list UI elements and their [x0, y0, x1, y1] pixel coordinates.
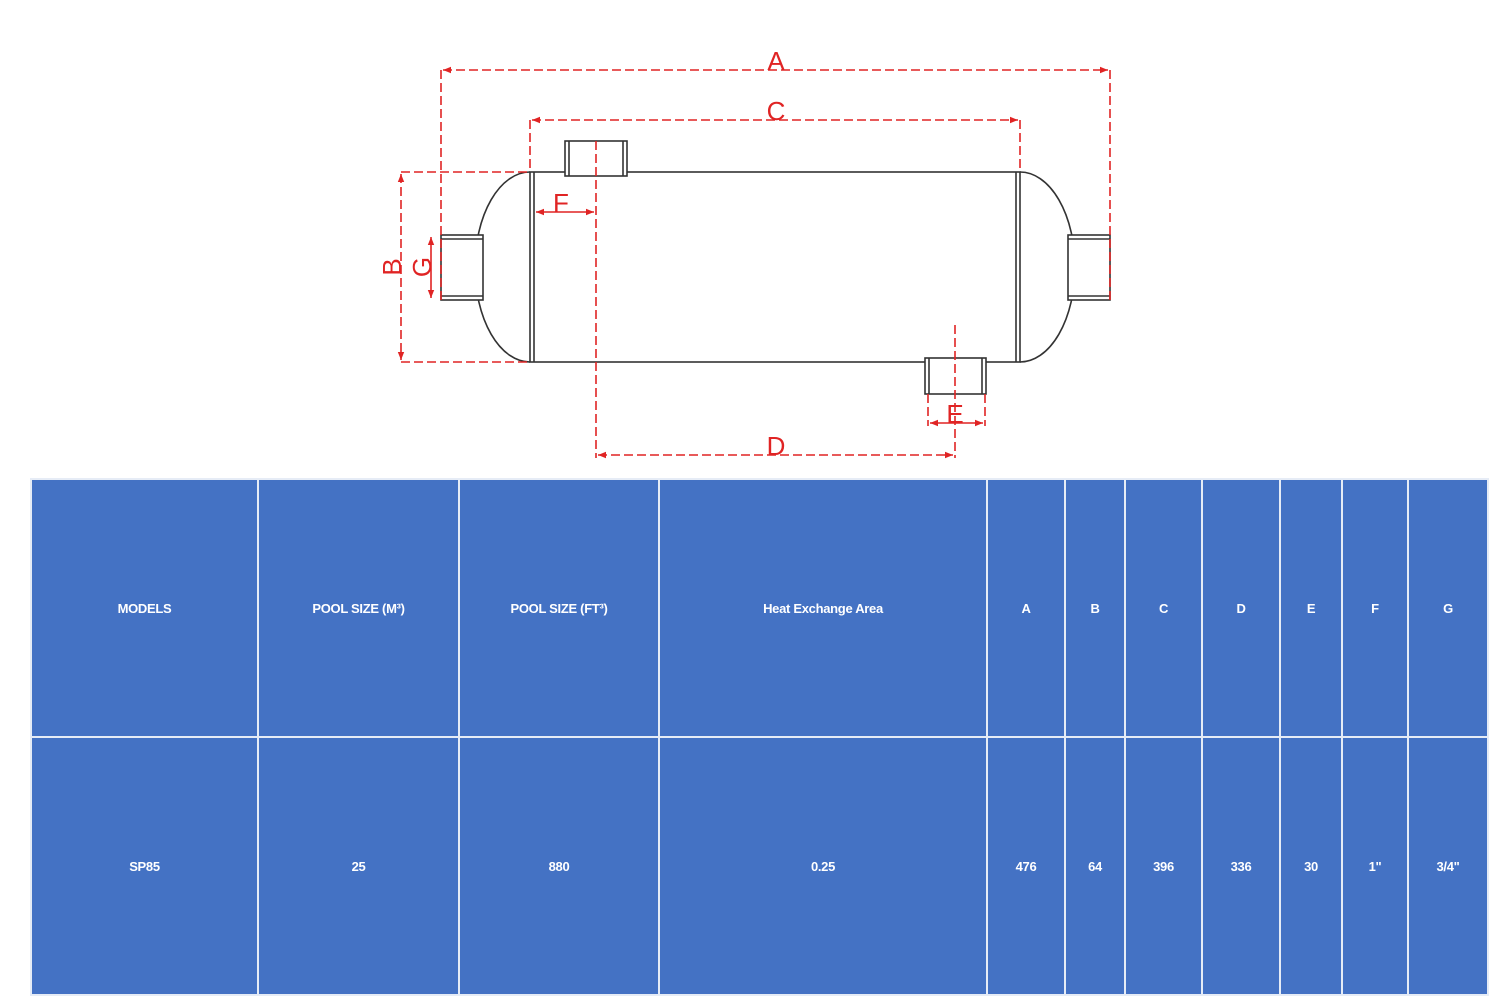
header-b: B [1064, 478, 1126, 738]
header-pool-size-ft3: POOL SIZE (FT³) [458, 478, 660, 738]
header-g: G [1407, 478, 1489, 738]
cell-e: 30 [1279, 736, 1343, 996]
vessel-body [474, 171, 1076, 363]
header-e: E [1279, 478, 1343, 738]
dim-label-f: F [553, 188, 569, 218]
cell-pool-size-ft3: 880 [458, 736, 660, 996]
table-row: SP85 25 880 0.25 476 64 396 336 30 1" 3/… [30, 736, 1489, 996]
dim-label-d: D [767, 431, 786, 461]
dim-label-e: E [946, 399, 963, 429]
header-a: A [986, 478, 1066, 738]
cell-pool-size-m3: 25 [257, 736, 460, 996]
header-d: D [1201, 478, 1281, 738]
nozzles [440, 140, 1111, 395]
header-c: C [1124, 478, 1203, 738]
dim-label-g: G [407, 257, 437, 277]
spec-table: MODELS POOL SIZE (M³) POOL SIZE (FT³) He… [30, 478, 1489, 996]
dim-label-a: A [767, 46, 785, 76]
dimension-lines [397, 66, 1111, 459]
header-models: MODELS [30, 478, 259, 738]
cell-d: 336 [1201, 736, 1281, 996]
cell-model: SP85 [30, 736, 259, 996]
header-pool-size-m3: POOL SIZE (M³) [257, 478, 460, 738]
dim-label-c: C [767, 96, 786, 126]
cell-heat-exchange-area: 0.25 [658, 736, 988, 996]
table-header-row: MODELS POOL SIZE (M³) POOL SIZE (FT³) He… [30, 478, 1489, 738]
cell-b: 64 [1064, 736, 1126, 996]
header-heat-exchange-area: Heat Exchange Area [658, 478, 988, 738]
header-f: F [1341, 478, 1409, 738]
cell-a: 476 [986, 736, 1066, 996]
cell-g: 3/4" [1407, 736, 1489, 996]
cell-f: 1" [1341, 736, 1409, 996]
cell-c: 396 [1124, 736, 1203, 996]
heat-exchanger-drawing: A C F B G D E [377, 46, 1111, 461]
dim-label-b: B [377, 258, 407, 275]
